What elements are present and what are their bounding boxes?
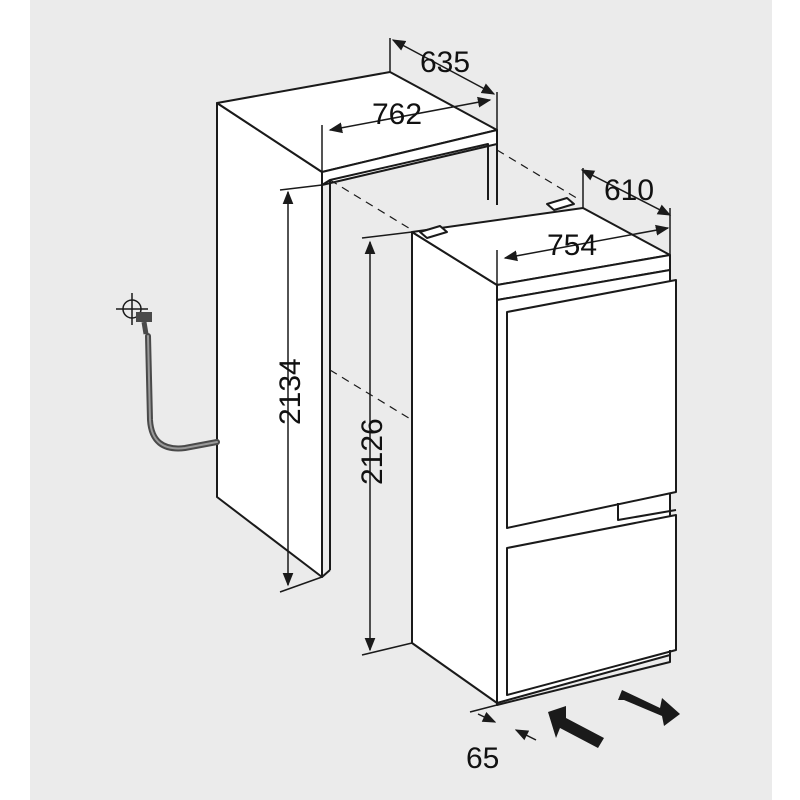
fridge-side	[411, 231, 498, 704]
water-connection	[116, 293, 220, 452]
dim-niche-width: 762	[372, 98, 422, 131]
dim-appliance-width: 754	[547, 229, 597, 262]
dimension-lines	[279, 38, 672, 741]
dim-front-clearance: 65	[466, 742, 499, 775]
pull-direction-arrow-icon	[618, 690, 680, 726]
fridge-appliance	[411, 197, 677, 706]
dim-niche-height: 2134	[274, 358, 307, 425]
dim-niche-depth: 635	[420, 46, 470, 79]
water-hose	[145, 333, 220, 452]
direction-arrows	[548, 690, 680, 748]
insert-direction-arrow-icon	[548, 706, 604, 748]
lower-door	[506, 514, 677, 696]
upper-door	[506, 279, 677, 529]
water-tap-icon	[116, 293, 152, 335]
niche-side-panel	[216, 102, 323, 578]
dim-appliance-height: 2126	[356, 418, 389, 485]
dimension-labels: 635 762 2134 610 754 2126 65	[274, 46, 654, 775]
dim-appliance-depth: 610	[604, 174, 654, 207]
